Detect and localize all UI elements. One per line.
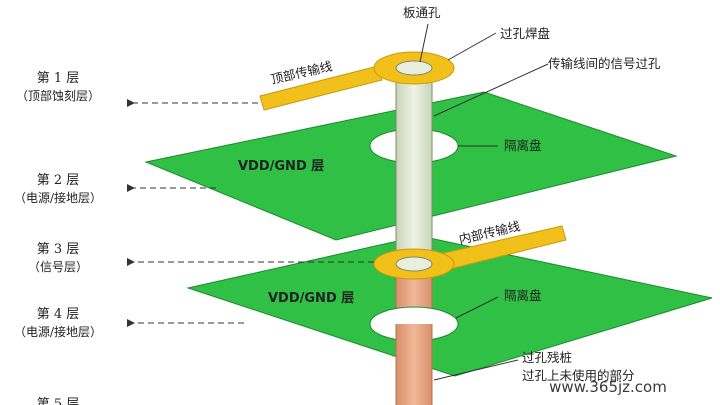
board-via-label: 板通孔 xyxy=(403,5,441,20)
via-pad-label: 过孔焊盘 xyxy=(500,26,550,41)
isolation-pad-2-label: 隔离盘 xyxy=(504,288,542,303)
plane-2-label: VDD/GND 层 xyxy=(268,291,354,306)
signal-via-label: 传输线间的信号过孔 xyxy=(548,56,661,71)
via-barrel xyxy=(395,69,433,267)
layer-3-subtitle: （信号层） xyxy=(28,260,88,274)
top-transmission-trace xyxy=(259,65,383,111)
layer-4-title: 第 4 层 xyxy=(37,307,80,322)
watermark: www.365jz.com xyxy=(549,378,667,396)
layer-2-subtitle: （电源/接地层） xyxy=(14,190,102,205)
via-unused-label: 过孔上未使用的部分 xyxy=(522,368,635,383)
isolation-pad-1-label: 隔离盘 xyxy=(504,138,542,153)
via-stub-label: 过孔残桩 xyxy=(522,350,572,365)
plane-1-label: VDD/GND 层 xyxy=(238,159,324,174)
layer-1-subtitle: （顶部蚀刻层） xyxy=(16,88,100,103)
layer-2-title: 第 2 层 xyxy=(37,173,80,188)
vdd-gnd-plane-2 xyxy=(186,235,713,377)
layer-4-subtitle: （电源/接地层） xyxy=(14,324,102,339)
layer-1-title: 第 1 层 xyxy=(37,71,80,86)
layer-3-title: 第 3 层 xyxy=(37,242,80,257)
layer-5-title: 第 5 层 xyxy=(37,397,80,405)
